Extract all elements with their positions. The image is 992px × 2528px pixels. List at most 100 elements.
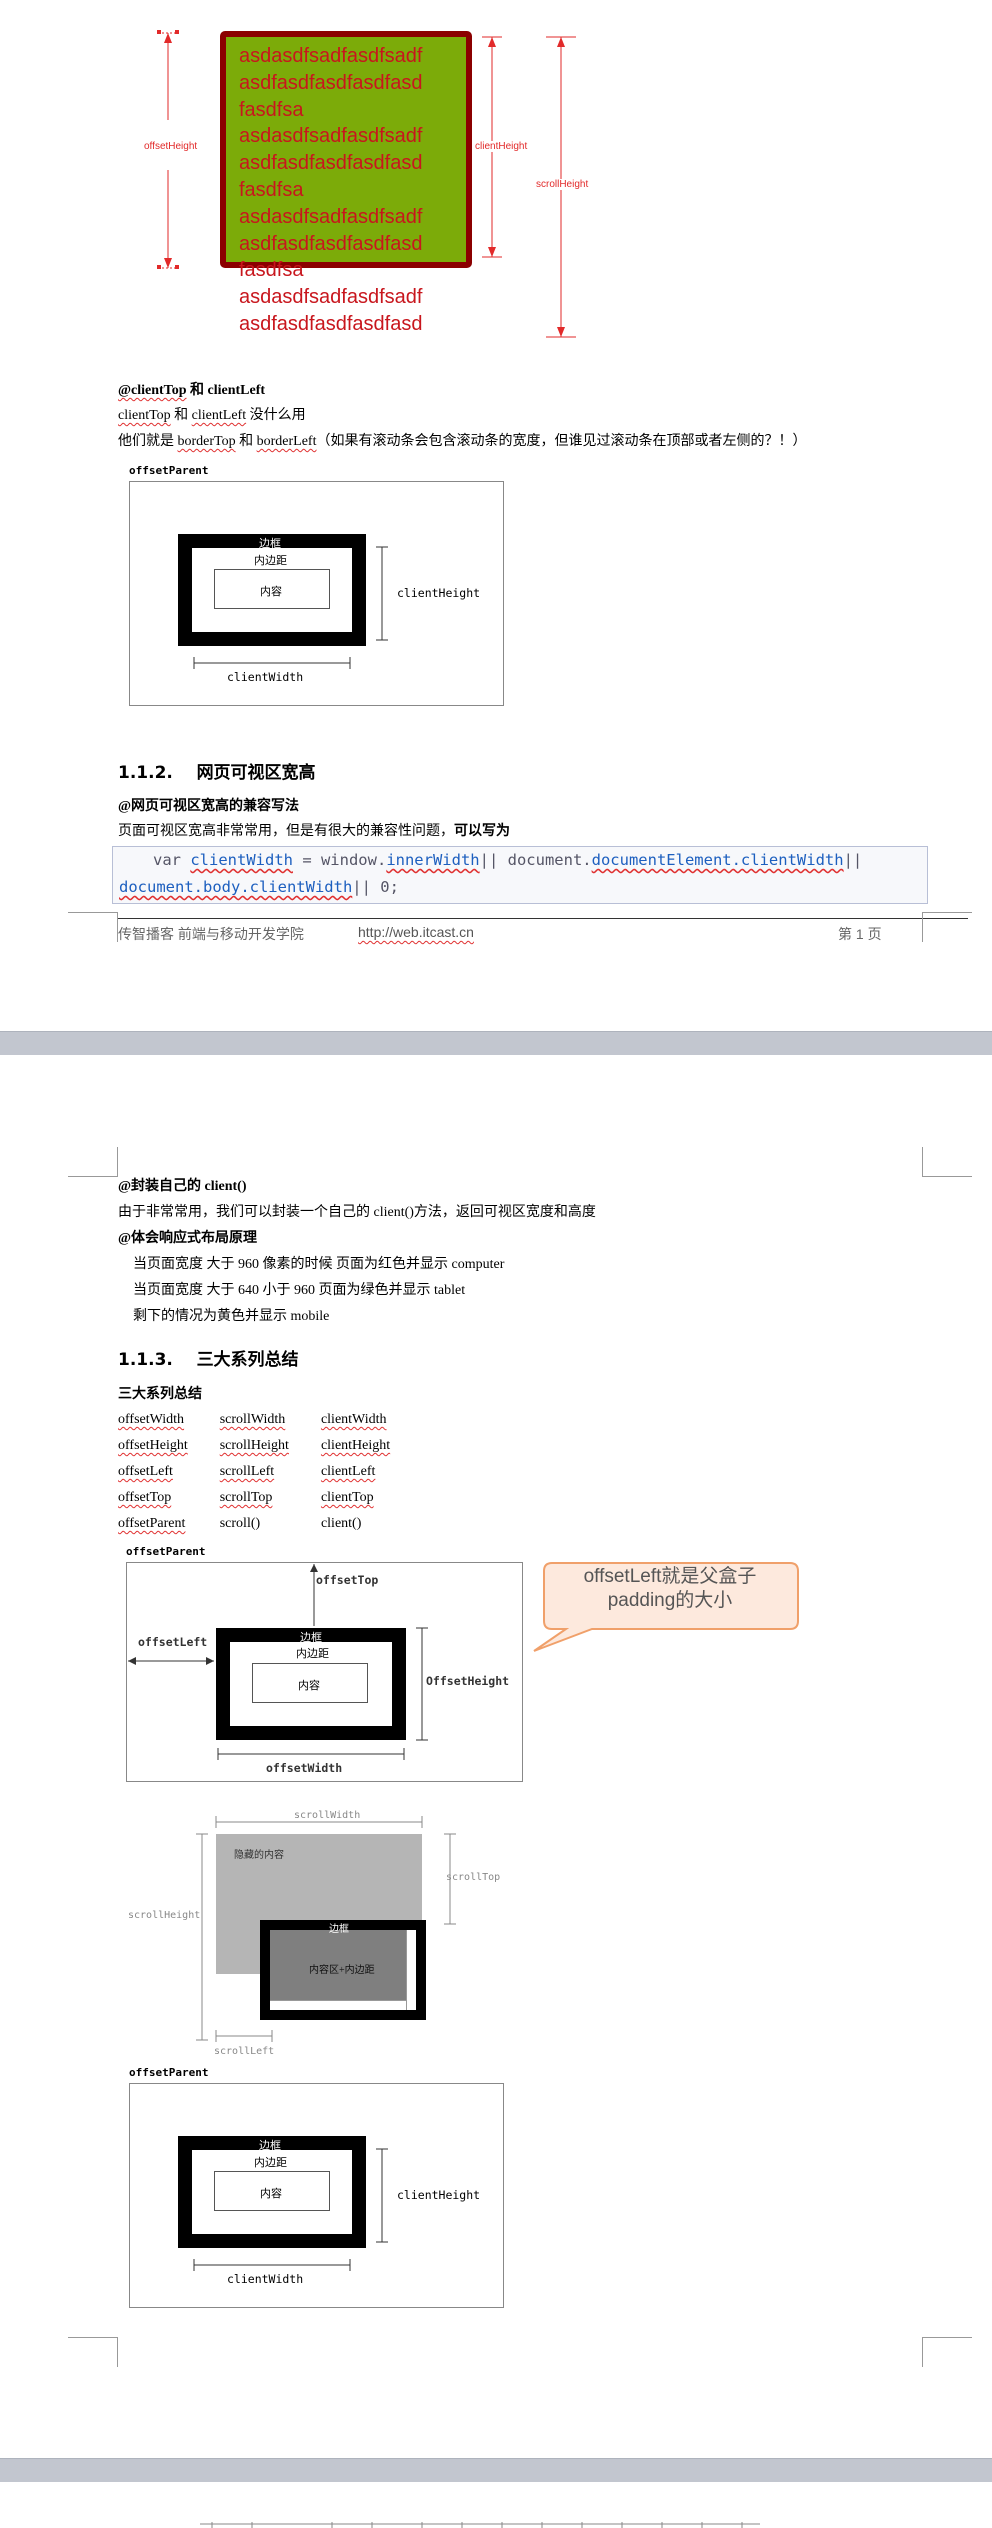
footer-url[interactable]: http://web.itcast.cn (358, 924, 474, 940)
client-height-label: clientHeight (397, 586, 481, 600)
table-cell: clientWidth (320, 1412, 387, 1427)
table-cell: offsetWidth (118, 1412, 185, 1427)
padding-label: 内边距 (254, 555, 287, 567)
text-part: 和 (170, 408, 192, 423)
border-explain-line: 他们就是 borderTop 和 borderLeft（如果有滚动条会包含滚动条… (118, 432, 806, 452)
text-part: 没什么用 (246, 408, 306, 423)
responsive-line-2: 当页面宽度 大于 640 小于 960 页面为绿色并显示 tablet (133, 1283, 466, 1298)
code-snippet: var clientWidth = window.innerWidth|| do… (112, 846, 928, 904)
client-height-label: clientHeight (397, 2188, 481, 2202)
table-cell: scroll() (219, 1516, 261, 1531)
offset-parent-label: offsetParent (126, 1545, 206, 1558)
heading-part: clientLeft (207, 383, 266, 398)
client-top-left-line: clientTop 和 clientLeft 没什么用 (118, 406, 306, 426)
crop-mark (922, 2337, 972, 2367)
compat-line: 页面可视区宽高非常常用，但是有很大的兼容性问题，可以写为 (118, 822, 510, 842)
scroll-diagram: scrollWidth scrollHeight 隐藏的内容 scrollTop… (124, 1810, 524, 2105)
offset-left-arrow (128, 1657, 214, 1665)
compat-heading: @网页可视区宽高的兼容写法 (118, 799, 300, 814)
scroll-width-bracket (215, 1816, 423, 1828)
section-number: 1.1.2. (118, 763, 173, 783)
responsive-line-3: 剩下的情况为黄色并显示 mobile (133, 1309, 330, 1324)
section-number: 1.1.3. (118, 1350, 173, 1370)
callout-text: offsetLeft就是父盒子padding的大小 (583, 1566, 757, 1611)
green-sample-box (220, 31, 472, 268)
table-cell: offsetTop (118, 1490, 172, 1505)
client-height-bracket (376, 2148, 388, 2243)
scroll-height-bracket (196, 1833, 208, 2041)
client-func-line: 由于非常常用，我们可以封装一个自己的 client()方法，返回可视区宽度和高度 (118, 1205, 596, 1220)
text-part: borderTop (177, 434, 236, 449)
horizontal-scrollbar[interactable] (270, 2000, 406, 2010)
heading-part: 和 (190, 383, 205, 398)
crop-mark (68, 1147, 118, 1177)
summary-table: offsetWidth scrollWidth clientWidth offset… (118, 1407, 422, 1537)
summary-heading: 三大系列总结 (118, 1387, 202, 1402)
responsive-line-1: 当页面宽度 大于 960 像素的时候 页面为红色并显示 computer (133, 1257, 505, 1272)
client-diagram-2: offsetParent 边框 内边距 内容 clientHeight clie… (127, 2066, 507, 2311)
offset-height-label: OffsetHeight (426, 1674, 510, 1688)
border-box (216, 1628, 406, 1740)
sample-line: asdfasdfasdfasdfasd (239, 232, 423, 255)
scroll-top-bracket (444, 1833, 456, 1925)
hidden-content-label: 隐藏的内容 (234, 1850, 284, 1861)
content-label: 内容 (260, 586, 282, 598)
table-cell: clientTop (320, 1490, 374, 1505)
document-page-3 (0, 2482, 992, 2528)
vertical-scrollbar[interactable] (406, 1930, 416, 2010)
client-diagram-1: offsetParent 边框 内边距 内容 clientHeight clie… (127, 464, 507, 709)
heading-part: @封装自己的 (118, 1179, 205, 1194)
crop-mark (922, 1147, 972, 1177)
table-cell: scrollLeft (219, 1464, 275, 1479)
section-title: 三大系列总结 (196, 1350, 299, 1370)
table-top-edge (200, 2522, 760, 2528)
crop-mark (68, 912, 118, 942)
text-part: 页面可视区宽高非常常用，但是有很大的兼容性问题， (118, 824, 454, 839)
offset-width-bracket (217, 1748, 405, 1760)
offset-parent-label: offsetParent (129, 464, 209, 477)
text-part: clientTop (118, 408, 171, 423)
heading-client-top-left: @clientTop 和 clientLeft (118, 381, 265, 401)
sample-line: asdasdfsadfasdfsadf (239, 45, 423, 67)
border-box (178, 2136, 366, 2248)
text-part: （如果有滚动条会包含滚动条的宽度，但谁见过滚动条在顶部或者左侧的？！） (316, 434, 807, 449)
code-token: clientWidth (190, 851, 293, 869)
sample-line: asdfasdfasdfasdfasd (239, 152, 423, 175)
padding-label: 内边距 (296, 1648, 329, 1660)
border-label: 边框 (329, 1924, 349, 1935)
heading-client-func: @封装自己的 client() (118, 1177, 247, 1197)
page-gap (0, 2458, 992, 2482)
text-part: 可以写为 (454, 824, 510, 839)
offset-top-label: offsetTop (316, 1573, 379, 1587)
code-line-2: document.body.clientWidth|| 0; (119, 874, 921, 901)
footer-page-number: 第 1 页 (838, 926, 882, 942)
scroll-left-label: scrollLeft (214, 2046, 275, 2057)
content-box (252, 1663, 368, 1703)
footer-rule (118, 918, 968, 919)
table-cell: offsetHeight (118, 1438, 188, 1453)
offset-height-label: offsetHeight (144, 141, 198, 152)
table-row: offsetWidth scrollWidth clientWidth (118, 1407, 422, 1433)
table-cell: scrollWidth (219, 1412, 286, 1427)
sample-line: fasdfsa (239, 98, 304, 121)
table-cell: offsetParent (118, 1516, 186, 1531)
code-token: documentElement.clientWidth (591, 851, 844, 869)
padding-label: 内边距 (254, 2157, 287, 2169)
content-box (214, 2171, 330, 2211)
crop-mark (68, 2337, 118, 2367)
client-width-bracket (193, 2259, 351, 2271)
code-token: = window. (292, 851, 387, 869)
client-height-label: clientHeight (475, 141, 528, 152)
scroll-top-label: scrollTop (446, 1872, 501, 1883)
overflow-sample-text: asdasdfsadfasdfsadf asdfasdfasdfasdfasd … (239, 43, 479, 338)
section-heading-1-1-3: 1.1.3. 三大系列总结 (118, 1345, 299, 1370)
scroll-height-label: scrollHeight (128, 1910, 201, 1921)
sample-line: asdasdfsadfasdfsadf (239, 286, 423, 309)
offset-parent-label: offsetParent (129, 2066, 209, 2079)
code-token: || (843, 851, 863, 869)
table-cell: offsetLeft (118, 1464, 173, 1479)
